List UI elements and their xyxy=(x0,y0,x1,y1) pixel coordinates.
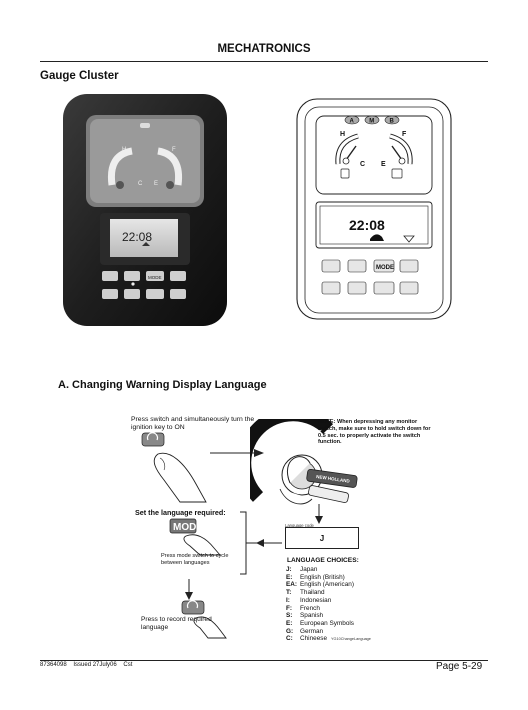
rabbit-icon xyxy=(370,234,384,241)
language-choice-name: Indonesian xyxy=(300,596,332,604)
gauge-cluster-photo: H F C E 22:08 MODE xyxy=(63,94,227,326)
language-choice-name: European Symbols xyxy=(300,619,354,627)
note-text: NOTE: When depressing any monitor switch… xyxy=(318,419,431,446)
language-choice-code: J: xyxy=(286,566,292,573)
language-choice-name: German xyxy=(300,627,324,635)
language-choice-code: C: xyxy=(286,635,293,643)
top-button-b: B xyxy=(390,119,395,125)
key-position-start: START xyxy=(305,429,322,438)
language-choices-title: LANGUAGE CHOICES: xyxy=(287,557,359,564)
language-choice-item: S: Spanish xyxy=(286,612,354,620)
press-switch-instruction: Press switch and simultaneously turn the… xyxy=(131,416,255,431)
set-language-heading: Set the language required: xyxy=(135,508,226,517)
language-code-display: J xyxy=(285,527,359,549)
language-choice-code: F: xyxy=(286,604,293,612)
fuel-icon xyxy=(391,168,403,179)
arrow-to-record xyxy=(185,579,193,600)
mode-button-illustration: MODE xyxy=(169,518,221,556)
photo-mode-label: MODE xyxy=(148,275,162,280)
language-choice-code: EA: xyxy=(286,581,298,589)
section-title: Gauge Cluster xyxy=(40,70,119,82)
language-choice-code: G: xyxy=(286,627,294,635)
record-button-illustration xyxy=(181,600,227,639)
footer-rule xyxy=(40,660,488,661)
top-buttons: A M B xyxy=(344,115,400,125)
wiper-icon xyxy=(403,235,415,243)
arrow-to-language-box xyxy=(315,504,323,524)
return-arrow-icon xyxy=(186,600,199,609)
language-choice-code: T: xyxy=(286,589,292,597)
temperature-icon xyxy=(340,168,350,179)
drawing-button-row-2 xyxy=(321,281,419,295)
gauge-cluster-drawing: A M B H F C E 22:08 MODE xyxy=(296,98,452,320)
gauge-f-label: F xyxy=(402,131,407,138)
gauge-c-label: C xyxy=(360,161,365,168)
drawing-clock: 22:08 xyxy=(349,217,385,233)
top-button-m: M xyxy=(369,119,374,125)
drawing-button-row-1: MODE xyxy=(321,259,419,273)
language-choice-item: EA:English (American) xyxy=(286,581,354,589)
svg-text:C: C xyxy=(138,181,143,187)
svg-text:H: H xyxy=(122,147,126,153)
return-arrow-icon xyxy=(146,432,159,441)
language-choice-item: E: European Symbols xyxy=(286,620,354,628)
gauge-h-label: H xyxy=(340,131,345,138)
ignition-key-illustration: OFF ACC ON START NEW HOLLAND xyxy=(250,419,358,505)
header-rule xyxy=(40,61,488,62)
page-header-title: MECHATRONICS xyxy=(217,43,311,55)
photo-clock: 22:08 xyxy=(122,230,152,244)
key-position-on: ON xyxy=(288,442,298,451)
language-choice-code: E: xyxy=(286,573,293,581)
language-choice-name: English (British) xyxy=(300,573,345,581)
language-choice-name: English (American) xyxy=(300,581,354,589)
top-button-a: A xyxy=(350,119,355,125)
language-choice-item: F: French xyxy=(286,605,354,613)
finger-switch-illustration xyxy=(141,432,207,503)
key-position-acc: ACC xyxy=(269,456,281,468)
bracket-arrow xyxy=(240,511,282,575)
subsection-title: A. Changing Warning Display Language xyxy=(58,379,267,391)
mode-button-label: MODE xyxy=(173,522,203,533)
language-choice-name: Thailand xyxy=(300,589,325,597)
press-record-instruction: Press to record required language xyxy=(141,616,212,631)
arrow-to-key xyxy=(210,449,264,457)
language-choice-name: Spanish xyxy=(300,612,324,620)
language-box-label: Language code xyxy=(285,523,314,528)
footer-doc-info: 87364098 Issued 27July06 Cst xyxy=(40,662,133,668)
language-choice-item: T: Thailand xyxy=(286,589,354,597)
language-choice-name: French xyxy=(300,604,320,612)
language-choice-item: I: Indonesian xyxy=(286,597,354,605)
language-choice-code: E: xyxy=(286,619,293,627)
language-choice-item: C: Chineese xyxy=(286,635,354,643)
mode-hint-text: Press mode switch to cycle between langu… xyxy=(161,553,229,566)
language-choice-code: S: xyxy=(286,612,293,620)
key-position-off: OFF xyxy=(261,478,271,490)
language-choice-code: I: xyxy=(286,596,290,604)
svg-text:E: E xyxy=(154,181,158,187)
drawing-mode-label: MODE xyxy=(376,265,394,271)
language-choice-item: J: Japan xyxy=(286,566,354,574)
language-choice-item: G: German xyxy=(286,628,354,636)
key-brand-label: NEW HOLLAND xyxy=(316,474,351,484)
gauge-e-label: E xyxy=(381,161,386,168)
language-choice-name: Japan xyxy=(300,566,318,573)
language-choice-name: Chineese xyxy=(300,635,328,643)
language-choice-item: E: English (British) xyxy=(286,574,354,582)
svg-text:F: F xyxy=(172,147,176,153)
figure-caption: YG10ChangeLanguage xyxy=(331,637,371,641)
page-number: Page 5-29 xyxy=(436,661,483,672)
